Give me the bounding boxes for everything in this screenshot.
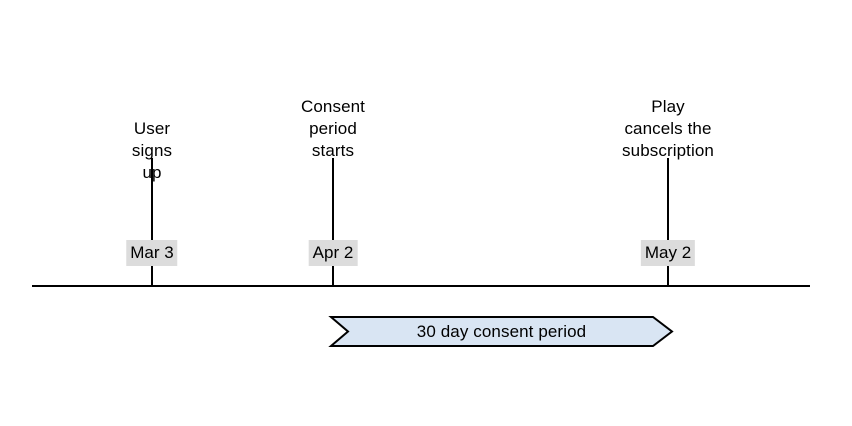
milestone-date-badge: Mar 3: [126, 240, 178, 266]
consent-period-banner: 30 day consent period: [328, 316, 674, 347]
milestone-date-badge: Apr 2: [308, 240, 358, 266]
milestone-tick-line: [151, 158, 153, 285]
timeline-axis-line: [32, 285, 810, 287]
milestone-tick-line: [667, 158, 669, 285]
milestone-label: Consent period starts: [300, 97, 366, 160]
milestone-label: User signs up: [131, 119, 173, 182]
milestone-label: Play cancels the subscription: [622, 97, 714, 160]
banner-chevron-polygon: [328, 316, 674, 347]
consent-period-banner-shape: [328, 316, 674, 347]
milestone-tick-line: [332, 158, 334, 285]
milestone-date-badge: May 2: [640, 240, 696, 266]
